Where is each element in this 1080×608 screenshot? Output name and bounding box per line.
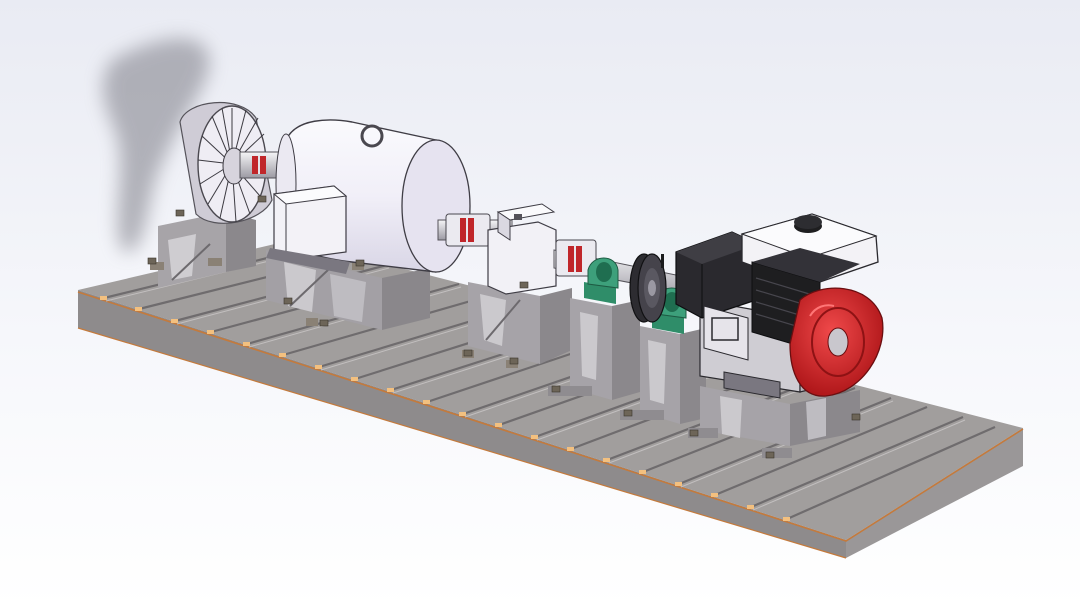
pillow-block-bearing-1[interactable]	[584, 257, 619, 304]
fan-pedestal	[150, 212, 256, 288]
slot-mouths	[100, 296, 790, 521]
fasteners	[147, 195, 861, 459]
gasoline-engine[interactable]	[675, 213, 884, 399]
flywheel[interactable]	[629, 253, 667, 323]
engine-pedestal	[688, 386, 860, 458]
jaw-coupling-1[interactable]	[239, 151, 281, 179]
fan-cooler[interactable]	[179, 101, 273, 224]
bearing-pedestal-2	[620, 326, 706, 424]
backdrop-shadow	[102, 38, 210, 253]
jaw-coupling-3[interactable]	[555, 239, 597, 277]
torque-sensor[interactable]	[487, 203, 557, 295]
electric-motor[interactable]	[266, 119, 471, 274]
jaw-coupling-2[interactable]	[445, 213, 491, 247]
bearing-pedestal-1	[548, 298, 640, 400]
torque-sensor-pedestal	[462, 282, 572, 368]
